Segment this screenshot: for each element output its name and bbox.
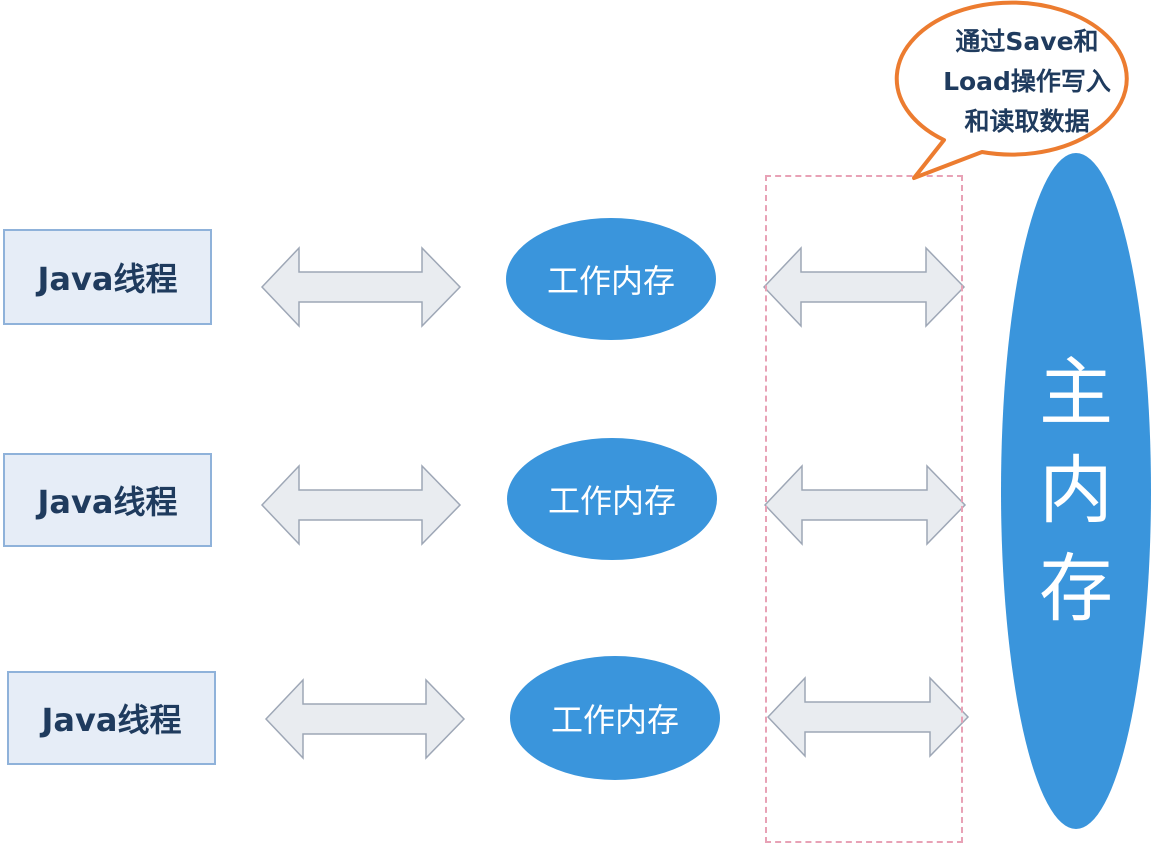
working-memory-3: 工作内存 (510, 656, 720, 780)
working-memory-1: 工作内存 (506, 218, 716, 340)
double-arrow-icon-memory-2 (763, 464, 967, 546)
java-thread-box-1: Java线程 (3, 229, 212, 325)
java-thread-label-3: Java线程 (41, 701, 182, 739)
main-memory-char-3: 存 (1039, 546, 1113, 632)
double-arrow-icon-thread-2 (260, 464, 462, 546)
working-memory-2: 工作内存 (507, 438, 717, 560)
java-thread-label-1: Java线程 (37, 260, 178, 298)
double-arrow-icon-thread-3 (264, 678, 466, 760)
callout-line-3: 和读取数据 (964, 107, 1090, 136)
main-memory-char-2: 内 (1039, 448, 1113, 534)
callout-line-2: Load操作写入 (943, 67, 1111, 96)
double-arrow-icon-thread-1 (260, 246, 462, 328)
callout-bubble (894, 0, 1129, 180)
double-arrow-icon-memory-1 (762, 246, 966, 328)
main-memory: 主 内 存 (1001, 153, 1151, 829)
java-thread-box-3: Java线程 (7, 671, 216, 765)
save-load-region (765, 175, 963, 843)
java-thread-label-2: Java线程 (37, 483, 178, 521)
double-arrow-icon-memory-3 (766, 676, 970, 758)
java-thread-box-2: Java线程 (3, 453, 212, 547)
working-memory-label-3: 工作内存 (550, 701, 679, 739)
main-memory-char-1: 主 (1039, 350, 1113, 436)
working-memory-label-2: 工作内存 (547, 482, 676, 520)
callout-line-1: 通过Save和 (955, 27, 1099, 56)
callout-text: 通过Save和 Load操作写入 和读取数据 (918, 22, 1136, 142)
working-memory-label-1: 工作内存 (546, 262, 675, 300)
